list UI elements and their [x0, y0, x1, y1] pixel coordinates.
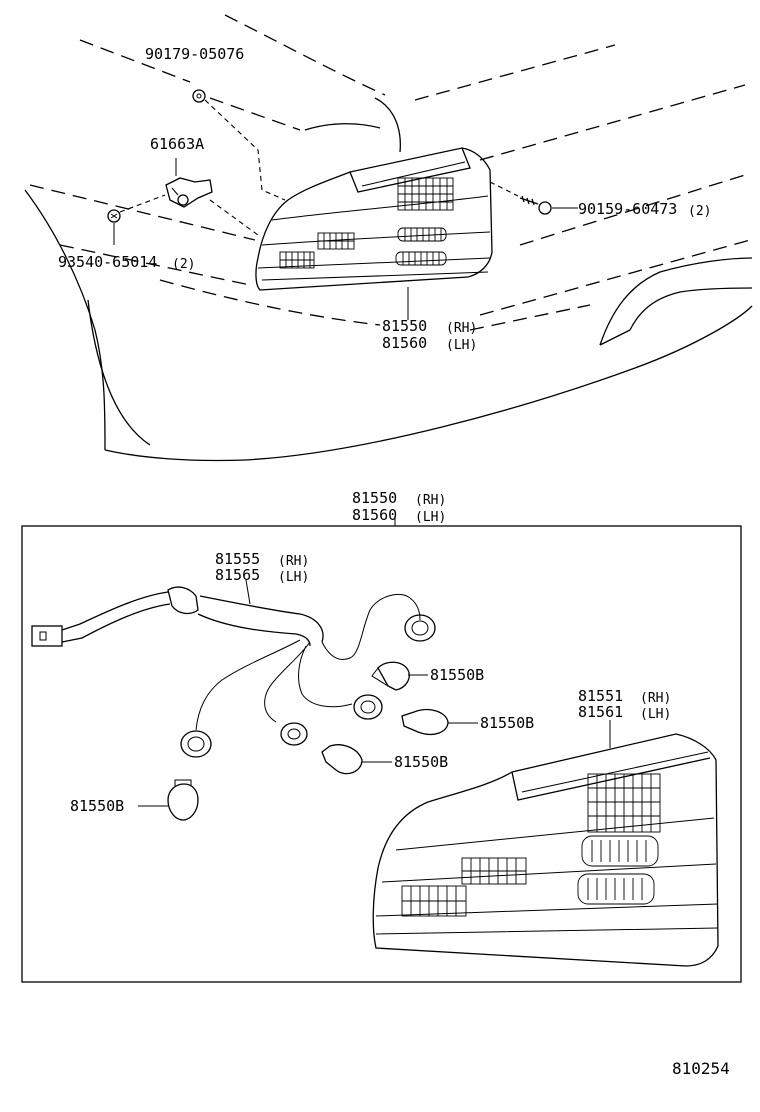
label-nut: 90179-05076 — [145, 45, 245, 63]
label-bulb-4: 81550B — [70, 797, 125, 815]
label-screw: 90159-60473 — [578, 200, 678, 218]
bulbs — [167, 661, 449, 821]
bulb-sockets — [180, 614, 436, 758]
label-lamp-lh: 81560 — [382, 334, 428, 352]
label-bulb-3: 81550B — [394, 753, 449, 771]
wire-harness — [31, 586, 421, 731]
label-wire-rh-side: (RH) — [278, 554, 310, 569]
label-box-lh-side: (LH) — [415, 510, 447, 525]
socket-part — [165, 177, 259, 236]
label-lamp-lh-side: (LH) — [446, 338, 478, 353]
label-bulb-1: 81550B — [430, 666, 485, 684]
label-washer: 93540-65014 — [58, 253, 158, 271]
label-wire-lh: 81565 — [215, 566, 261, 584]
label-wire-lh-side: (LH) — [278, 570, 310, 585]
label-lamp-rh-side: (RH) — [446, 321, 478, 336]
figure-number: 810254 — [672, 1059, 730, 1078]
label-lens-rh: 81551 — [578, 687, 624, 705]
label-washer-qty: (2) — [172, 257, 196, 272]
label-box-lh: 81560 — [352, 506, 398, 524]
label-screw-qty: (2) — [688, 204, 712, 219]
label-bulb-2: 81550B — [480, 714, 535, 732]
label-box-rh: 81550 — [352, 489, 398, 507]
label-wire-rh: 81555 — [215, 550, 261, 568]
label-lens-rh-side: (RH) — [640, 691, 672, 706]
lens-assembly — [372, 733, 719, 967]
label-socket: 61663A — [150, 135, 205, 153]
washer-part — [107, 194, 166, 223]
tail-lamp-installed — [255, 147, 493, 291]
bulb-leader-lines — [138, 579, 611, 807]
screw-part — [489, 181, 552, 215]
label-box-rh-side: (RH) — [415, 493, 447, 508]
exploded-view-frame — [21, 525, 742, 983]
label-lamp-rh: 81550 — [382, 317, 428, 335]
car-body-outline — [24, 14, 753, 462]
label-lens-lh: 81561 — [578, 703, 624, 721]
nut-part — [192, 89, 286, 201]
top-leader-lines — [113, 158, 578, 320]
label-lens-lh-side: (LH) — [640, 707, 672, 722]
